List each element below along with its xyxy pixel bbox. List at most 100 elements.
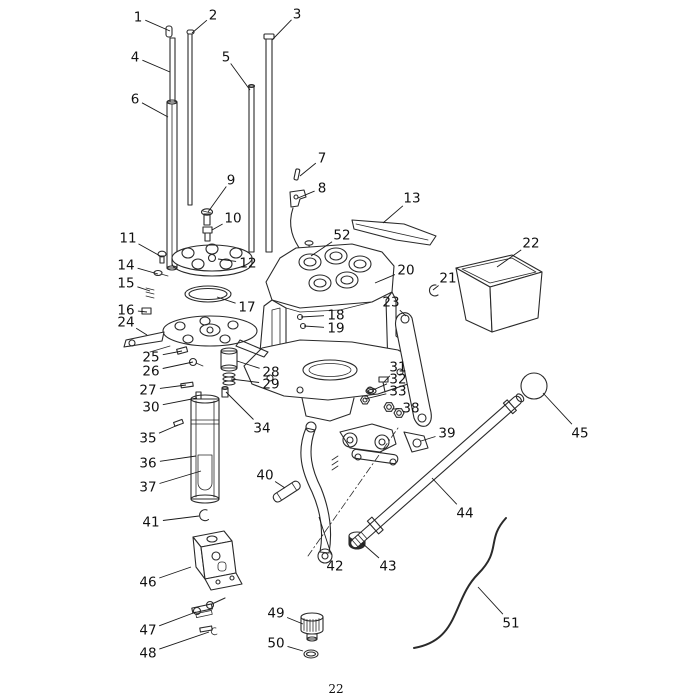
callout-label-12: 12 bbox=[239, 256, 256, 272]
callout-label-38: 38 bbox=[402, 401, 419, 417]
callout-label-21: 21 bbox=[439, 271, 456, 287]
diagram-art bbox=[123, 25, 548, 659]
part-cable bbox=[413, 517, 507, 649]
callout-leader-50 bbox=[287, 645, 304, 652]
callout-leader-47 bbox=[159, 611, 197, 627]
callout-leader-36 bbox=[159, 455, 197, 462]
part-guide-rods bbox=[165, 25, 275, 271]
callout-leader-20 bbox=[374, 274, 396, 284]
callout-leader-41 bbox=[162, 515, 200, 521]
callout-label-19: 19 bbox=[327, 321, 344, 337]
callout-label-52: 52 bbox=[333, 228, 350, 244]
callout-leader-22 bbox=[496, 249, 522, 268]
callout-label-37: 37 bbox=[139, 480, 156, 496]
callout-label-45: 45 bbox=[571, 426, 588, 442]
callout-label-43: 43 bbox=[379, 559, 396, 575]
callout-label-16: 16 bbox=[117, 303, 134, 319]
callout-leader-17 bbox=[216, 296, 236, 304]
callout-leader-4 bbox=[142, 59, 171, 73]
callout-label-5: 5 bbox=[222, 50, 231, 66]
callout-leader-39 bbox=[420, 436, 436, 442]
part-operating-rod bbox=[307, 372, 548, 557]
callout-label-42: 42 bbox=[326, 559, 343, 575]
callout-leader-19 bbox=[303, 325, 325, 328]
part-primer-parts bbox=[173, 346, 238, 427]
callout-leader-21 bbox=[432, 285, 439, 291]
callout-label-25: 25 bbox=[142, 350, 159, 366]
callout-leader-26 bbox=[162, 361, 194, 369]
callout-leader-34 bbox=[225, 391, 254, 420]
callout-leader-37 bbox=[159, 470, 202, 484]
callout-leader-51 bbox=[477, 586, 504, 615]
callout-leader-9 bbox=[207, 186, 227, 213]
callout-label-30: 30 bbox=[142, 400, 159, 416]
callout-label-17: 17 bbox=[238, 300, 255, 316]
callout-label-1: 1 bbox=[134, 10, 143, 26]
callout-leader-49 bbox=[286, 617, 304, 625]
callout-leader-35 bbox=[158, 424, 179, 434]
callout-label-3: 3 bbox=[293, 7, 302, 23]
callout-label-46: 46 bbox=[139, 575, 156, 591]
callout-label-35: 35 bbox=[139, 431, 156, 447]
part-deflector bbox=[351, 219, 437, 246]
callout-label-32: 32 bbox=[389, 372, 406, 388]
callout-leader-32 bbox=[372, 383, 388, 391]
callout-leader-12 bbox=[217, 258, 237, 262]
part-crank bbox=[300, 421, 366, 564]
callout-leader-31 bbox=[383, 375, 391, 383]
callout-leader-15 bbox=[137, 286, 151, 292]
callout-leader-6 bbox=[141, 102, 169, 118]
callout-label-2: 2 bbox=[209, 8, 218, 24]
callout-label-31: 31 bbox=[389, 360, 406, 376]
callout-label-13: 13 bbox=[403, 191, 420, 207]
callout-label-41: 41 bbox=[142, 515, 159, 531]
callout-label-11: 11 bbox=[119, 231, 136, 247]
callout-label-27: 27 bbox=[139, 383, 156, 399]
callout-leader-43 bbox=[361, 542, 380, 559]
callout-leader-10 bbox=[211, 223, 223, 231]
callout-leader-28 bbox=[236, 360, 260, 369]
callout-leader-3 bbox=[271, 19, 292, 41]
callout-leader-8 bbox=[297, 190, 315, 199]
callout-leader-14 bbox=[137, 267, 159, 275]
callout-label-36: 36 bbox=[139, 456, 156, 472]
callout-label-50: 50 bbox=[267, 636, 284, 652]
part-clevis-pin bbox=[272, 480, 301, 503]
part-bracket bbox=[192, 509, 243, 591]
callout-leader-1 bbox=[145, 19, 171, 32]
callout-label-47: 47 bbox=[139, 623, 156, 639]
callout-leader-11 bbox=[138, 243, 163, 258]
callout-leader-44 bbox=[431, 477, 458, 505]
callout-label-9: 9 bbox=[227, 173, 236, 189]
callout-label-8: 8 bbox=[318, 181, 327, 197]
callout-leader-48 bbox=[159, 631, 210, 650]
callout-leader-2 bbox=[191, 19, 208, 34]
part-bin bbox=[455, 254, 543, 333]
callout-leader-7 bbox=[299, 162, 317, 177]
callout-label-23: 23 bbox=[382, 295, 399, 311]
part-toolhead bbox=[145, 243, 253, 303]
callout-label-49: 49 bbox=[267, 606, 284, 622]
callout-leader-27 bbox=[159, 384, 187, 389]
callout-label-29: 29 bbox=[262, 377, 279, 393]
callout-label-22: 22 bbox=[522, 236, 539, 252]
callout-leader-5 bbox=[230, 63, 251, 91]
callout-label-33: 33 bbox=[389, 384, 406, 400]
callout-leader-13 bbox=[382, 205, 404, 224]
callout-label-48: 48 bbox=[139, 646, 156, 662]
callout-leader-29 bbox=[230, 378, 260, 383]
part-top-fasteners bbox=[200, 168, 314, 257]
callout-label-20: 20 bbox=[397, 263, 414, 279]
callout-leader-33 bbox=[364, 393, 387, 400]
callout-leader-40 bbox=[274, 481, 286, 489]
part-pivot-arm bbox=[394, 312, 432, 427]
page-number: 22 bbox=[328, 682, 343, 696]
callout-label-24: 24 bbox=[117, 315, 134, 331]
callout-leader-45 bbox=[542, 392, 573, 425]
callout-label-28: 28 bbox=[262, 365, 279, 381]
callout-label-51: 51 bbox=[502, 616, 519, 632]
callout-label-18: 18 bbox=[327, 308, 344, 324]
callout-label-7: 7 bbox=[318, 151, 327, 167]
part-linkage bbox=[331, 376, 429, 471]
callout-leader-42 bbox=[318, 516, 332, 555]
